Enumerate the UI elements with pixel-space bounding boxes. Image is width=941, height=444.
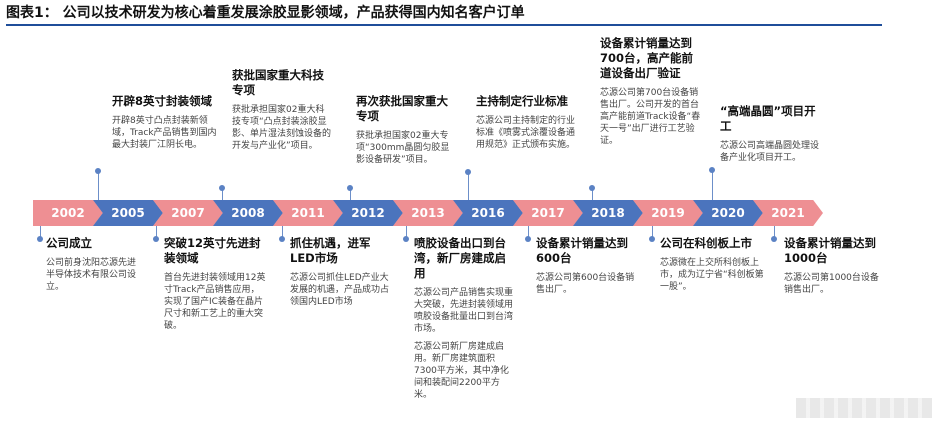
event-desc: 开辟8英寸凸点封装新领域，Track产品销售到国内最大封装厂江阴长电。: [112, 116, 217, 150]
event-2012: 再次获批国家重大专项 获批承担国家02重大专项“300mm晶圆匀胶显影设备研发”…: [356, 94, 458, 166]
marker-2021: [771, 236, 777, 242]
connector-2018: [592, 188, 593, 200]
year-2011: 2011: [273, 200, 343, 226]
event-title: 设备累计销量达到700台，高产能前道设备出厂验证: [600, 36, 694, 80]
year-2018: 2018: [573, 200, 643, 226]
event-2018: 设备累计销量达到700台，高产能前道设备出厂验证 芯源公司第700台设备销售出厂…: [600, 36, 704, 147]
year-2007: 2007: [153, 200, 223, 226]
event-2021: 设备累计销量达到1000台 芯源公司第1000台设备销售出厂。: [784, 236, 880, 296]
connector-2019: [652, 226, 653, 238]
event-title: 再次获批国家重大专项: [356, 94, 448, 123]
title-underline: [6, 24, 882, 26]
event-desc-2: 芯源公司新厂房建成启用。新厂房建筑面积7300平方米，其中净化间和装配间2200…: [414, 342, 509, 400]
event-desc: 芯源公司第1000台设备销售出厂。: [784, 273, 879, 295]
connector-2020: [712, 170, 713, 200]
year-2013: 2013: [393, 200, 463, 226]
event-title: 公司成立: [46, 236, 92, 250]
event-desc: 芯源公司高端晶圆处理设备产业化项目开工。: [720, 141, 820, 163]
blurred-watermark: [796, 398, 932, 418]
year-2020: 2020: [693, 200, 763, 226]
event-2019: 公司在科创板上市 芯源微在上交所科创板上市，成为辽宁省“科创板第一股”。: [660, 236, 764, 293]
year-2005: 2005: [93, 200, 163, 226]
event-title: 设备累计销量达到600台: [536, 236, 628, 265]
figure-header: 图表1： 公司以技术研发为核心着重发展涂胶显影领域，产品获得国内知名客户订单: [6, 2, 882, 26]
event-title: 喷胶设备出口到台湾，新厂房建成启用: [414, 236, 506, 280]
year-2008: 2008: [213, 200, 283, 226]
event-desc: 芯源公司抓住LED产业大发展的机遇，产品成功占领国内LED市场: [290, 273, 390, 307]
event-2005: 开辟8英寸封装领域 开辟8英寸凸点封装新领域，Track产品销售到国内最大封装厂…: [112, 94, 220, 151]
marker-2007: [153, 236, 159, 242]
year-2012: 2012: [333, 200, 403, 226]
marker-2005: [95, 168, 101, 174]
event-desc: 芯源公司第600台设备销售出厂。: [536, 273, 635, 295]
connector-2012: [350, 188, 351, 200]
event-title: 抓住机遇，进军LED市场: [290, 236, 371, 265]
connector-2021: [774, 226, 775, 238]
marker-2011: [279, 236, 285, 242]
connector-2007: [156, 226, 157, 238]
marker-2020: [709, 167, 715, 173]
event-desc: 公司前身沈阳芯源先进半导体技术有限公司设立。: [46, 258, 137, 292]
event-desc: 首台先进封装领域用12英寸Track产品销售应用，实现了国产IC装备在晶片尺寸和…: [164, 273, 266, 331]
connector-2016: [468, 172, 469, 200]
marker-2002: [37, 236, 43, 242]
event-desc: 获批承担国家02重大科技专项“凸点封装涂胶显影、单片湿法刻蚀设备的开发与产业化”…: [232, 105, 332, 151]
year-2019: 2019: [633, 200, 703, 226]
year-2002: 2002: [33, 200, 103, 226]
event-desc: 芯源微在上交所科创板上市，成为辽宁省“科创板第一股”。: [660, 258, 764, 292]
connector-2017: [528, 226, 529, 238]
event-title: 获批国家重大科技专项: [232, 68, 324, 97]
figure-title: 图表1： 公司以技术研发为核心着重发展涂胶显影领域，产品获得国内知名客户订单: [6, 5, 525, 21]
event-2020: “高端晶圆”项目开工 芯源公司高端晶圆处理设备产业化项目开工。: [720, 104, 820, 164]
event-2013: 喷胶设备出口到台湾，新厂房建成启用 芯源公司产品销售实现重大突破，先进封装领域用…: [414, 236, 514, 401]
event-desc: 芯源公司第700台设备销售出厂。公司开发的首台高产能前道Track设备“春天一号…: [600, 88, 701, 146]
event-2002: 公司成立 公司前身沈阳芯源先进半导体技术有限公司设立。: [46, 236, 142, 293]
event-2016: 主持制定行业标准 芯源公司主持制定的行业标准《喷雾式涂覆设备通用规范》正式颁布实…: [476, 94, 580, 151]
event-2017: 设备累计销量达到600台 芯源公司第600台设备销售出厂。: [536, 236, 640, 296]
marker-2008: [219, 185, 225, 191]
event-desc: 芯源公司产品销售实现重大突破，先进封装领域用喷胶设备批量出口到台湾市场。: [414, 288, 514, 334]
marker-2013: [403, 236, 409, 242]
connector-2013: [406, 226, 407, 238]
marker-2018: [589, 185, 595, 191]
marker-2019: [649, 236, 655, 242]
event-2007: 突破12英寸先进封装领域 首台先进封装领域用12英寸Track产品销售应用，实现…: [164, 236, 268, 332]
connector-2002: [40, 226, 41, 238]
connector-2008: [222, 188, 223, 200]
event-title: 公司在科创板上市: [660, 236, 752, 250]
event-title: 开辟8英寸封装领域: [112, 94, 213, 108]
event-title: 设备累计销量达到1000台: [784, 236, 876, 265]
event-title: “高端晶圆”项目开工: [720, 104, 816, 133]
year-2017: 2017: [513, 200, 583, 226]
year-2016: 2016: [453, 200, 523, 226]
marker-2012: [347, 185, 353, 191]
year-2021: 2021: [753, 200, 823, 226]
event-2008: 获批国家重大科技专项 获批承担国家02重大科技专项“凸点封装涂胶显影、单片湿法刻…: [232, 68, 332, 152]
event-desc: 获批承担国家02重大专项“300mm晶圆匀胶显影设备研发”项目。: [356, 131, 450, 165]
connector-2011: [282, 226, 283, 238]
marker-2016: [465, 169, 471, 175]
event-desc: 芯源公司主持制定的行业标准《喷雾式涂覆设备通用规范》正式颁布实施。: [476, 116, 576, 150]
timeline-bar: 2002 2005 2007 2008 2011 2012 2013 2016 …: [33, 200, 843, 226]
connector-2005: [98, 170, 99, 200]
event-2011: 抓住机遇，进军LED市场 芯源公司抓住LED产业大发展的机遇，产品成功占领国内L…: [290, 236, 390, 308]
event-title: 主持制定行业标准: [476, 94, 568, 108]
event-title: 突破12英寸先进封装领域: [164, 236, 261, 265]
marker-2017: [525, 236, 531, 242]
